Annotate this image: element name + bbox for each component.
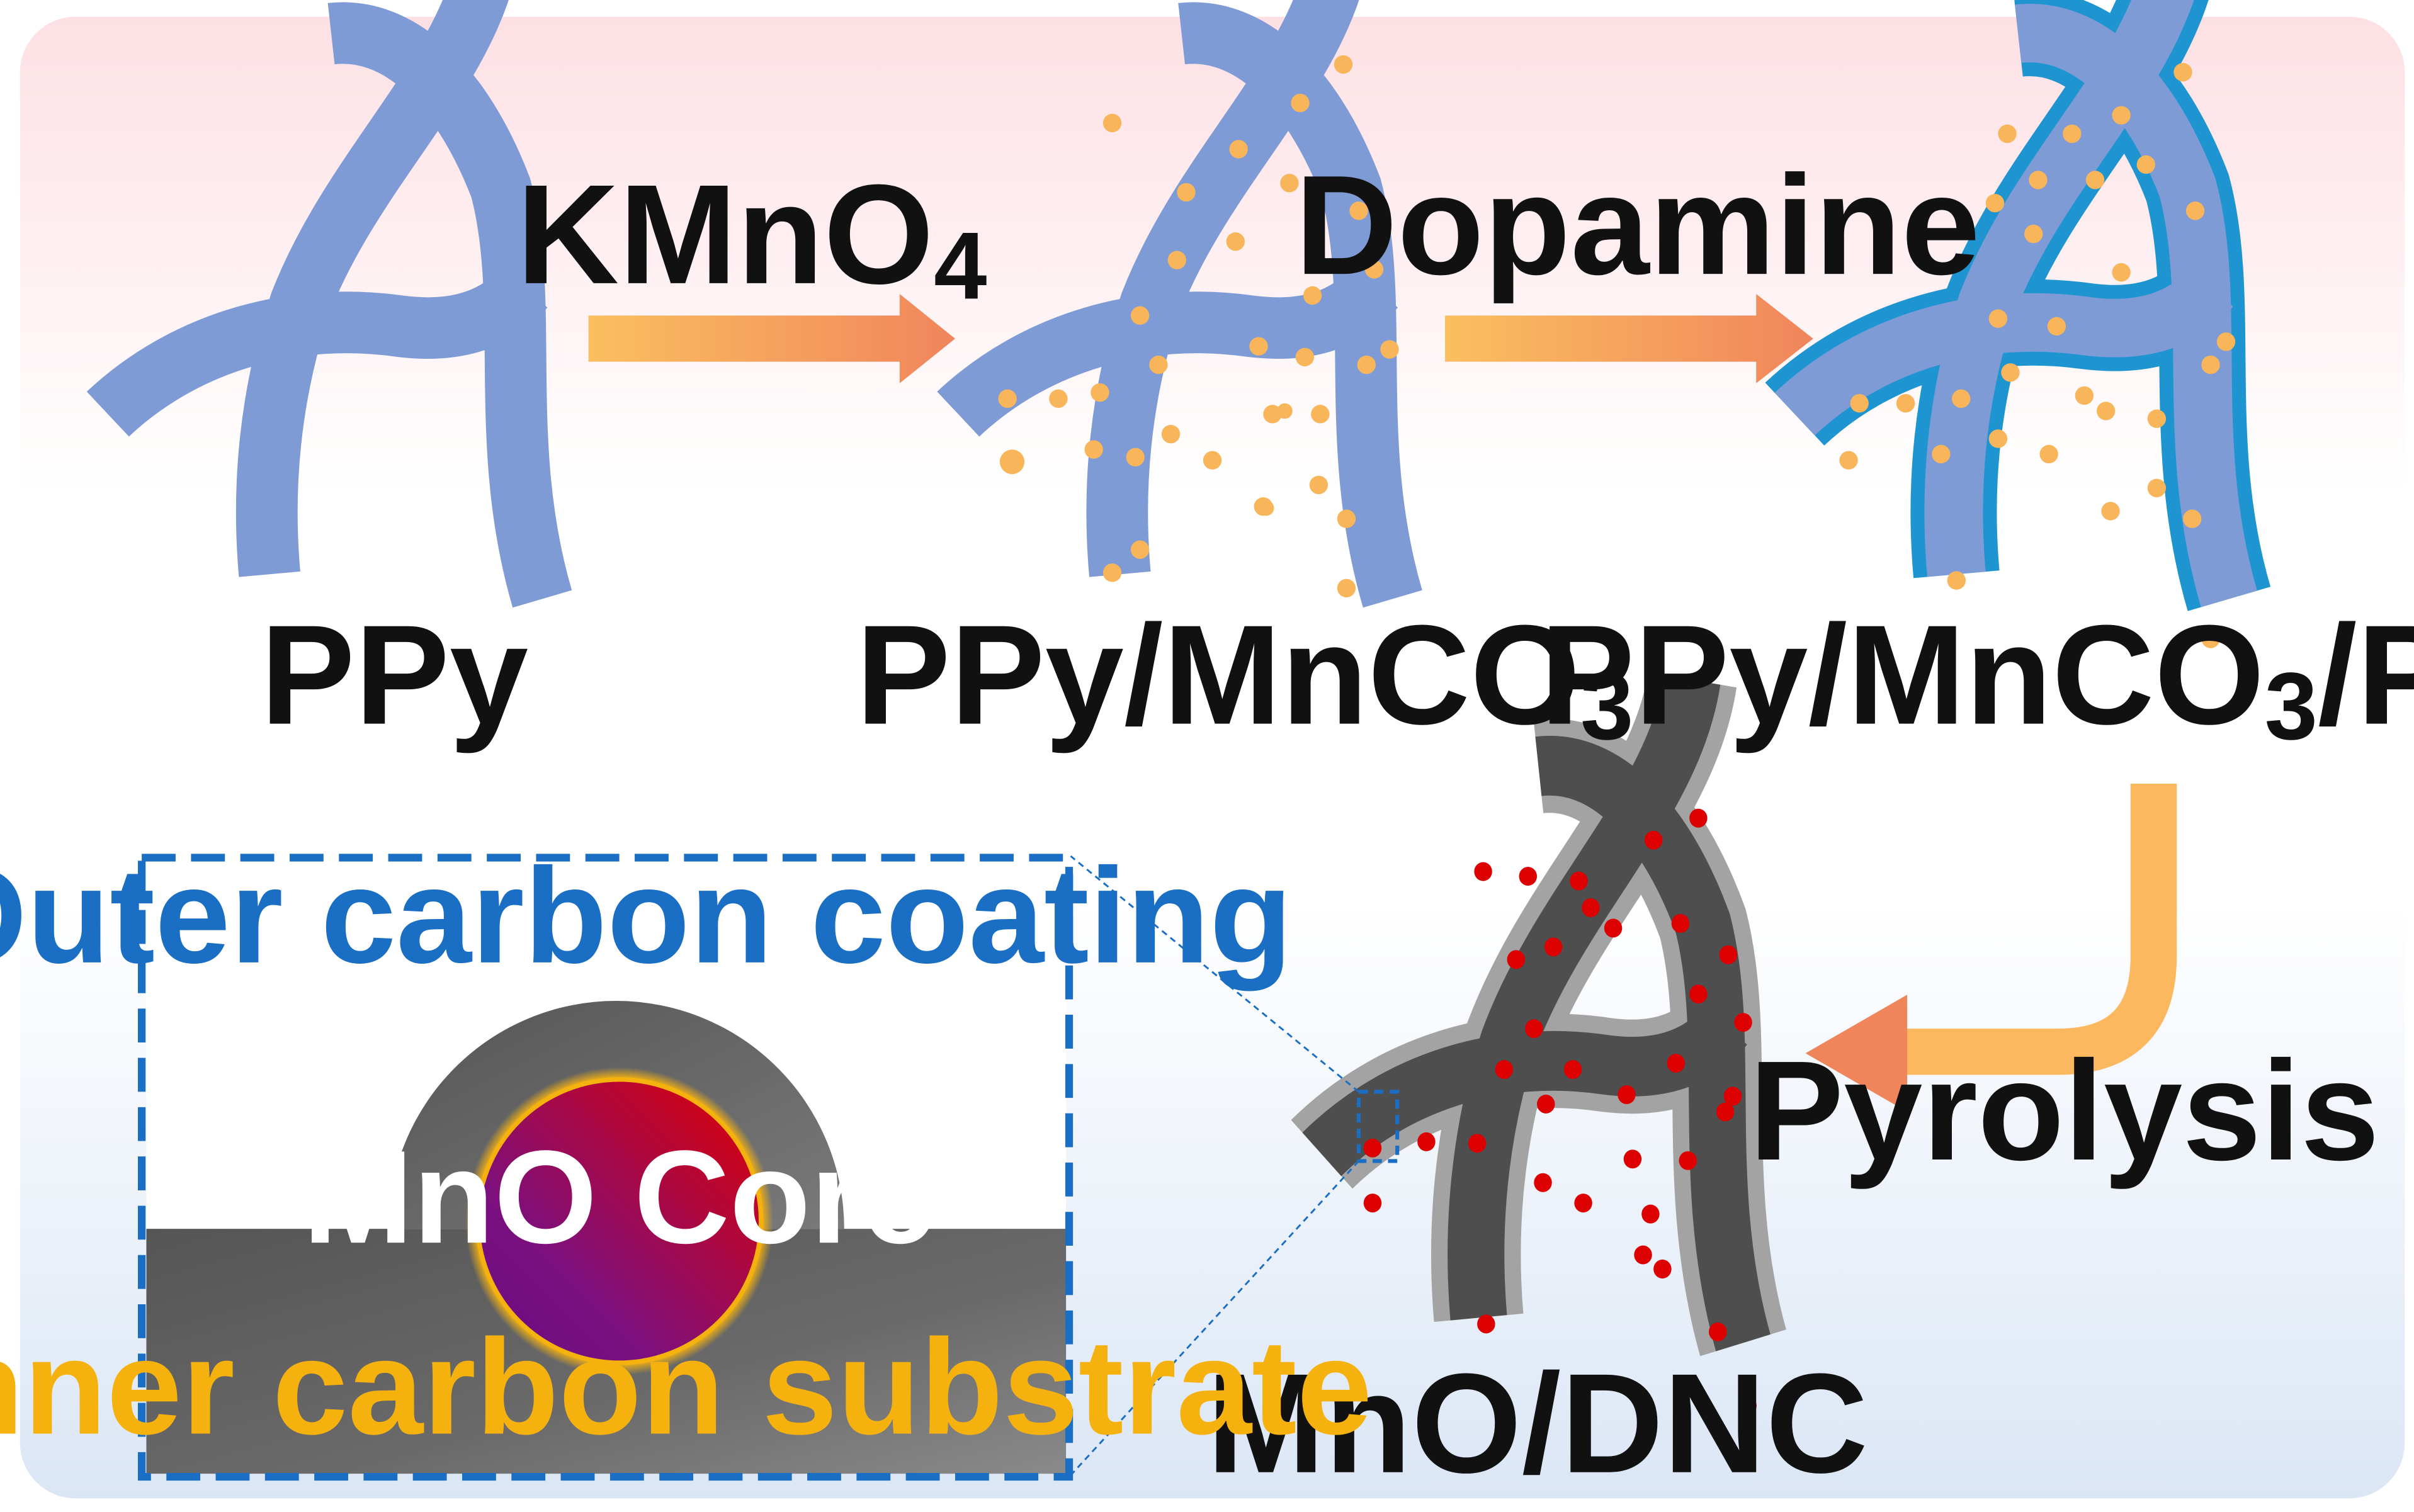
ppy-mnco3-pda-fiber xyxy=(1794,0,2235,648)
zoom-line-top xyxy=(1070,855,1359,1093)
inset-structure: Outer carbon coating MnO Core Inner carb… xyxy=(0,840,1372,1481)
inset-border xyxy=(137,854,1074,1481)
zoom-marker xyxy=(1356,1090,1400,1163)
mnco3-particles xyxy=(998,55,1399,597)
outer-coating-label: Outer carbon coating xyxy=(0,840,1293,991)
mnco3-particles-coated xyxy=(1839,62,2236,648)
label-pyrolysis: Pyrolysis xyxy=(1749,1031,2379,1190)
label-ppy-mnco3: PPy/MnCO3 xyxy=(856,595,1633,760)
label-ppy-mnco3-pda: PPy/MnCO3/PDA xyxy=(1540,595,2414,760)
label-kmno4: KMnO4 xyxy=(517,155,987,319)
label-mno-dnc: MnO/DNC xyxy=(1207,1344,1868,1503)
arrow-dopamine xyxy=(1445,293,1813,383)
ppy-mnco3-fiber xyxy=(958,0,1399,599)
mno-dnc-fiber xyxy=(1322,680,1757,1416)
arrow-pyrolysis xyxy=(1805,784,2177,1112)
arrow-kmno4 xyxy=(588,293,955,383)
core-label: MnO Core xyxy=(303,1123,936,1271)
substrate-label: Inner carbon substrate xyxy=(0,1311,1372,1463)
label-ppy: PPy xyxy=(261,595,528,754)
mno-core xyxy=(475,1077,764,1365)
label-dopamine: Dopamine xyxy=(1295,145,1980,304)
mno-dots xyxy=(1363,808,1757,1416)
